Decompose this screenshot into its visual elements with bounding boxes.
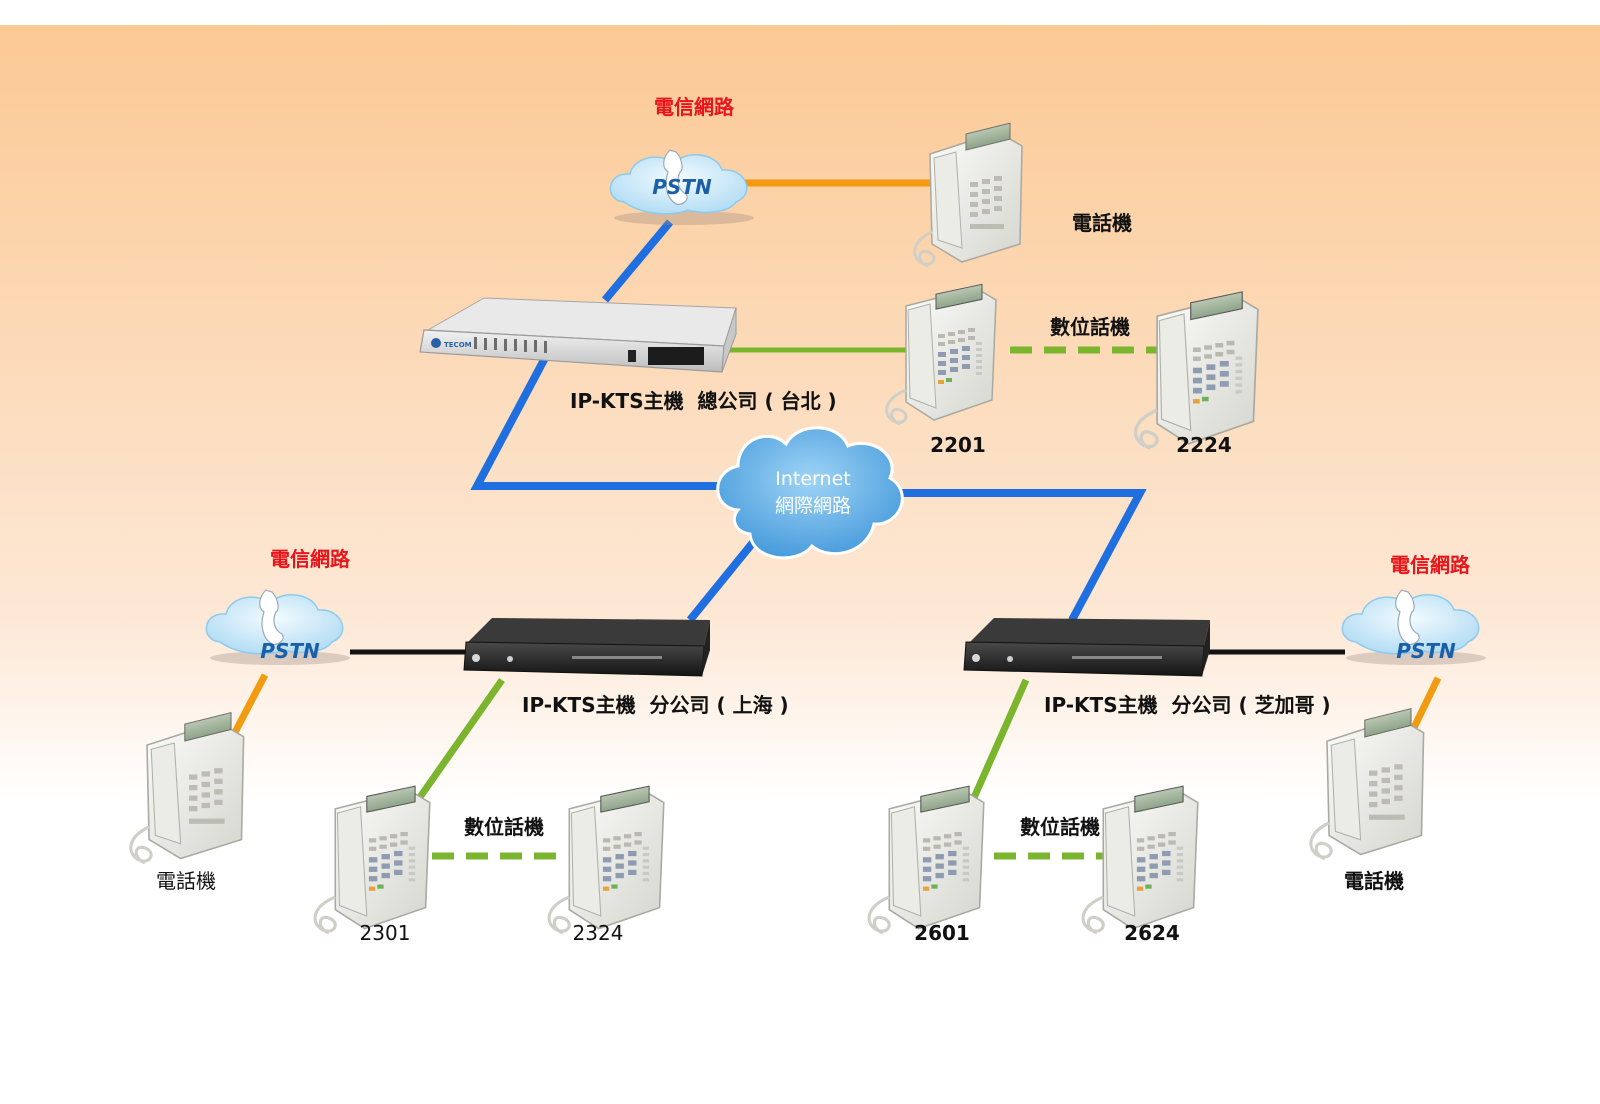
hq-pbx-brand: TECOM <box>444 341 472 349</box>
chicago-digital-label: 數位話機 <box>1020 815 1100 839</box>
shanghai-analog-link <box>228 673 269 740</box>
hq-pbx-icon: TECOM <box>419 297 737 373</box>
shanghai-pbx-label: IP-KTS主機 分公司 ( 上海 ) <box>522 693 789 717</box>
shanghai-analog-phone-label: 電話機 <box>156 869 216 893</box>
shanghai-pbx-icon <box>463 618 710 677</box>
internet-cloud-icon <box>716 426 904 560</box>
chicago-pbx-icon <box>963 618 1210 677</box>
hq-pstn-to-pbx-link <box>601 219 674 303</box>
chicago-pbx-label: IP-KTS主機 分公司 ( 芝加哥 ) <box>1044 693 1331 717</box>
hq-pstn-title: 電信網路 <box>654 95 735 119</box>
chicago-pstn-label: PSTN <box>1396 639 1456 663</box>
internet-to-shanghai-link <box>686 537 759 623</box>
chicago-ext-2624: 2624 <box>1124 921 1180 945</box>
backbone-links <box>470 219 1147 623</box>
shanghai-pstn-title: 電信網路 <box>270 547 351 571</box>
shanghai-digital-label: 數位話機 <box>464 815 544 839</box>
chicago-ext-2601: 2601 <box>914 921 970 945</box>
background-gradient <box>0 25 1600 1104</box>
hq-ext-2224: 2224 <box>1176 433 1232 457</box>
hq-ext-2201: 2201 <box>930 433 986 457</box>
chicago-analog-phone-label: 電話機 <box>1344 869 1404 893</box>
internet-label-zh: 網際網路 <box>775 495 851 517</box>
hq-digital-label: 數位話機 <box>1050 315 1130 339</box>
shanghai-pstn-label: PSTN <box>260 639 320 663</box>
hq-pstn-label: PSTN <box>652 175 712 199</box>
shanghai-ext-2301: 2301 <box>360 921 411 945</box>
internet-label-en: Internet <box>775 468 850 490</box>
shanghai-ext-2324: 2324 <box>573 921 624 945</box>
chicago-pstn-title: 電信網路 <box>1390 553 1471 577</box>
internet-to-chicago-link <box>880 489 1147 622</box>
hq-pbx-label: IP-KTS主機 總公司 ( 台北 ) <box>570 389 837 413</box>
chicago-digital-link <box>969 678 1030 802</box>
shanghai-digital-link <box>415 677 505 803</box>
hq-pbx-to-internet-link <box>470 356 740 490</box>
hq-analog-phone-label: 電話機 <box>1072 211 1132 235</box>
